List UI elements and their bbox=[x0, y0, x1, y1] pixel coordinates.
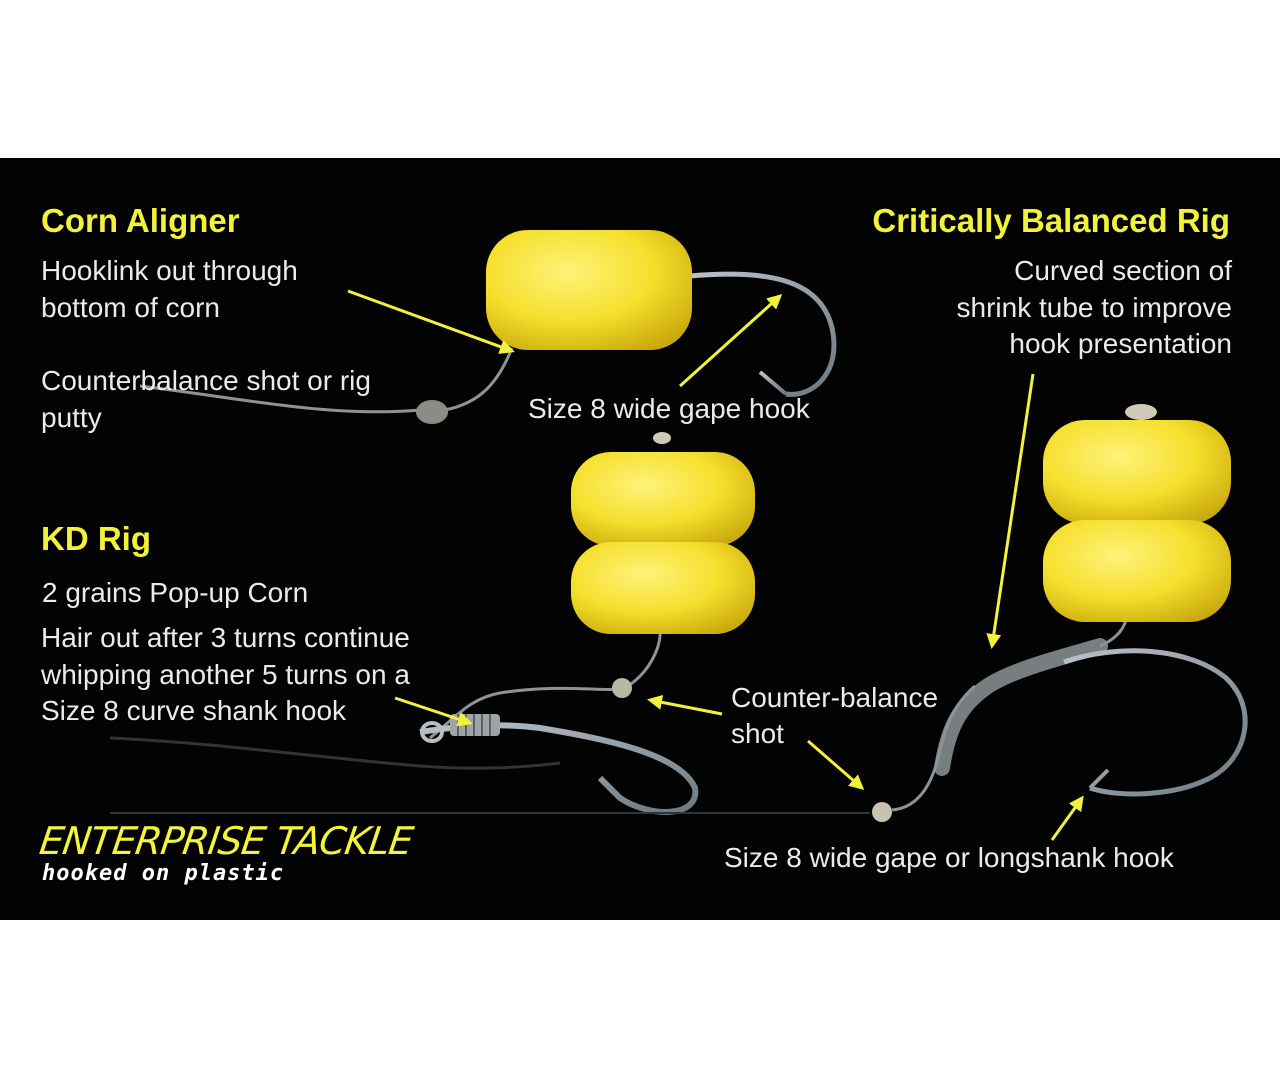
counterbalance-label-1: Counterbalance shot or rig bbox=[41, 365, 371, 396]
diagram-panel: Corn Aligner Hooklink out through bottom… bbox=[0, 158, 1280, 920]
arrow-longshank-hook bbox=[1050, 795, 1084, 841]
counter-balance-label-1: Counter-balance bbox=[731, 682, 939, 713]
rig-illustration bbox=[109, 230, 1248, 841]
cb-desc-3: hook presentation bbox=[1009, 328, 1232, 359]
kd-line-2: Hair out after 3 turns continue bbox=[41, 622, 410, 653]
arrow-hair-stop bbox=[647, 694, 723, 716]
arrow-cb-shot bbox=[807, 739, 865, 790]
kd-line-3: whipping another 5 turns on a bbox=[41, 659, 410, 690]
kd-corn-grain-top bbox=[571, 452, 755, 546]
hook-eye bbox=[420, 721, 444, 743]
annotation-arrows bbox=[347, 289, 1084, 841]
brand-tagline: hooked on plastic bbox=[42, 861, 285, 886]
longshank-hook-label: Size 8 wide gape or longshank hook bbox=[724, 842, 1174, 873]
cb-corn-grain-top bbox=[1043, 420, 1231, 524]
kd-rig-title: KD Rig bbox=[41, 520, 151, 557]
kd-hair-stop bbox=[612, 678, 632, 698]
wide-gape-hook bbox=[689, 271, 837, 397]
cb-counterbalance-shot bbox=[872, 802, 892, 822]
corn-grain bbox=[486, 230, 692, 350]
critically-balanced-rig bbox=[110, 404, 1248, 822]
cb-desc-1: Curved section of bbox=[1014, 255, 1232, 286]
longshank-hook bbox=[1063, 648, 1248, 797]
counterbalance-shot bbox=[416, 400, 448, 424]
cb-desc-2: shrink tube to improve bbox=[956, 292, 1232, 323]
gape-hook-label: Size 8 wide gape hook bbox=[528, 393, 810, 424]
cb-corn-grain-bottom bbox=[1043, 520, 1231, 622]
corn-aligner-rig bbox=[139, 230, 837, 424]
corn-aligner-desc-2: bottom of corn bbox=[41, 292, 220, 323]
critically-balanced-title: Critically Balanced Rig bbox=[872, 202, 1230, 239]
counterbalance-label-2: putty bbox=[41, 402, 102, 433]
kd-line-4: Size 8 curve shank hook bbox=[41, 695, 347, 726]
kd-line-1: 2 grains Pop-up Corn bbox=[42, 577, 309, 608]
arrow-gape-hook bbox=[678, 293, 783, 388]
kd-rig bbox=[109, 432, 755, 815]
kd-corn-grain-bottom bbox=[571, 542, 755, 634]
shrink-tube bbox=[934, 638, 1108, 776]
corn-aligner-title: Corn Aligner bbox=[41, 202, 240, 239]
arrow-bottom-of-corn bbox=[347, 289, 515, 354]
counter-balance-label-2: shot bbox=[731, 718, 784, 749]
arrow-shrink-tube bbox=[986, 373, 1035, 649]
corn-aligner-desc-1: Hooklink out through bbox=[41, 255, 298, 286]
arrow-whipping bbox=[394, 696, 473, 727]
brand-logo: ENTERPRISE TACKLE bbox=[36, 819, 416, 863]
